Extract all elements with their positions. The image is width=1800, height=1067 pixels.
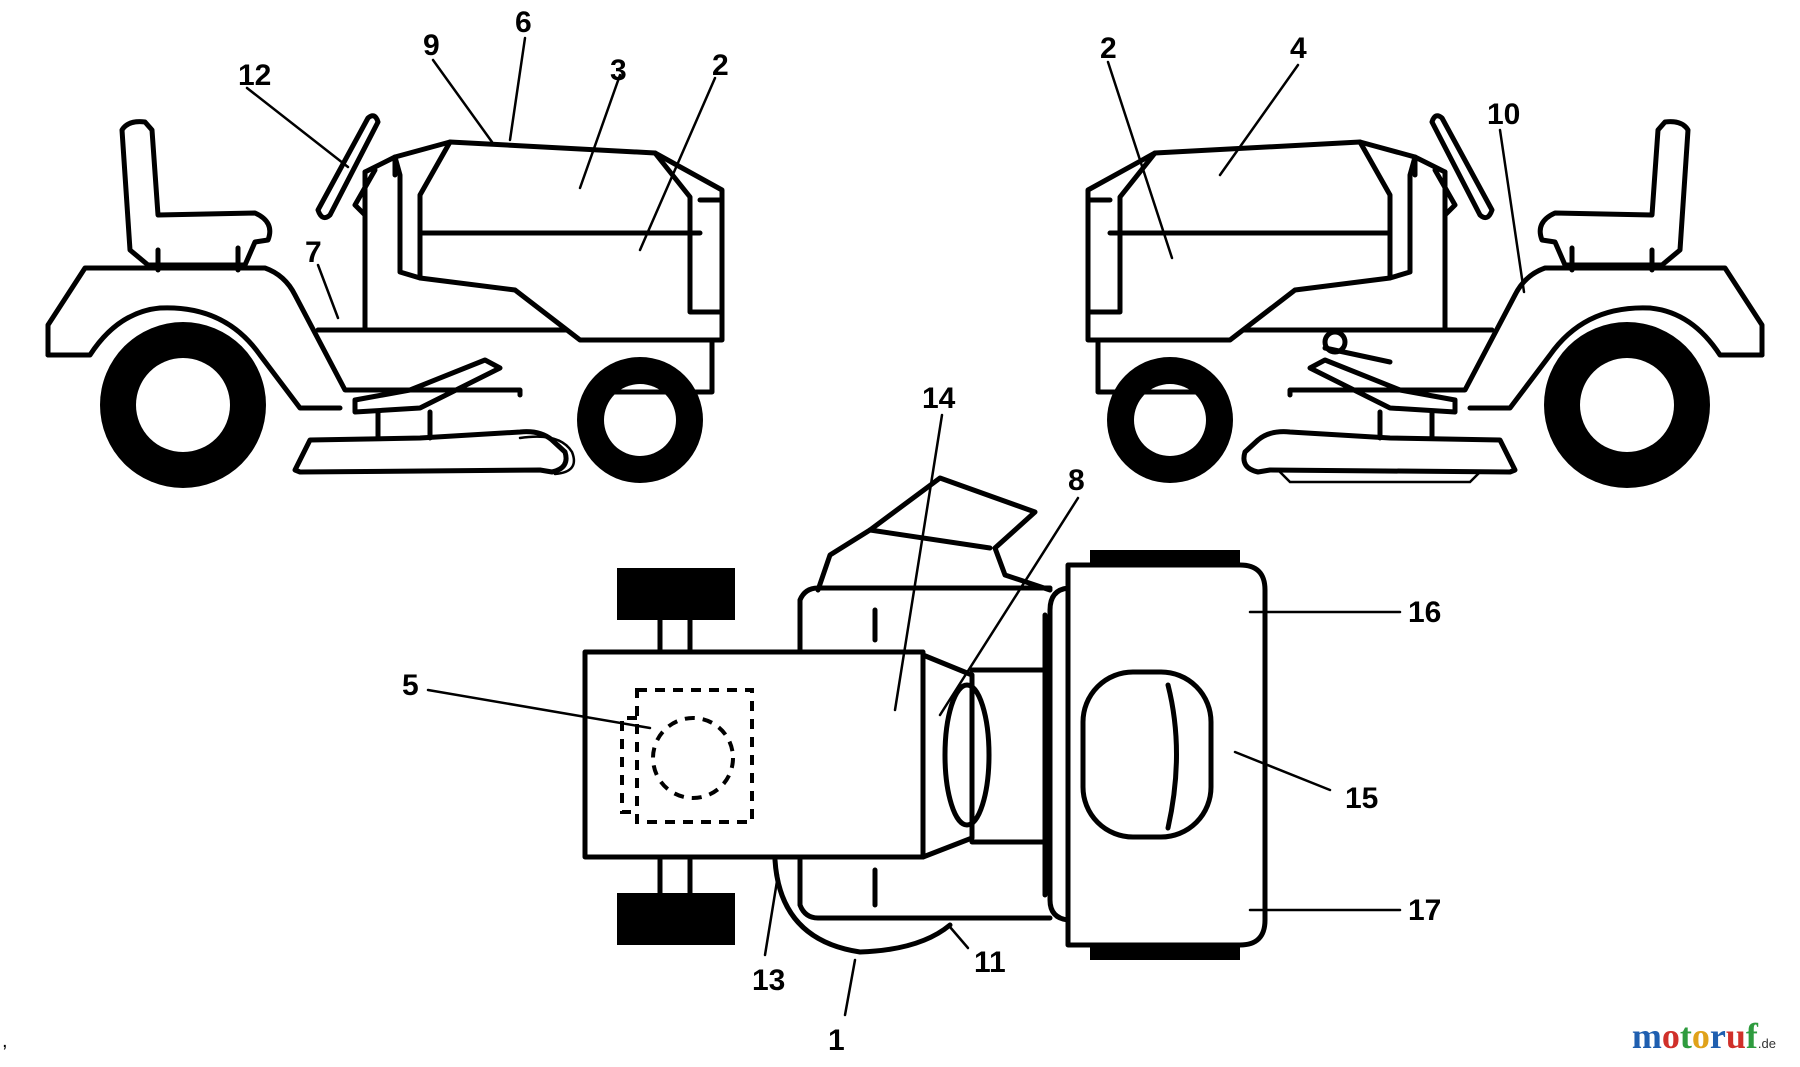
callout-9: 9 bbox=[423, 29, 440, 62]
logo-letter: r bbox=[1709, 1016, 1726, 1056]
callout-11: 11 bbox=[974, 946, 1006, 979]
fender-body bbox=[582, 649, 926, 860]
callout-numbers: 12 9 6 3 2 7 2 4 10 14 8 5 16 15 17 11 1… bbox=[238, 6, 1520, 1057]
callout-4: 4 bbox=[1290, 32, 1307, 65]
discharge-chute bbox=[815, 475, 1053, 593]
callout-2-right: 2 bbox=[1100, 32, 1117, 65]
callout-2-left: 2 bbox=[712, 49, 729, 82]
leader-lines bbox=[245, 36, 1526, 1017]
callout-5: 5 bbox=[402, 669, 419, 702]
callout-6: 6 bbox=[515, 6, 532, 39]
logo-letter: u bbox=[1725, 1016, 1746, 1056]
logo-wordmark: motoruf bbox=[1632, 1016, 1758, 1056]
callout-17: 17 bbox=[1408, 894, 1441, 927]
tractor-top-view bbox=[582, 475, 1268, 960]
motoruf-logo: motoruf.de bbox=[1632, 1015, 1776, 1057]
callout-8: 8 bbox=[1068, 464, 1085, 497]
engine-outline bbox=[635, 688, 754, 824]
mower-deck bbox=[292, 429, 569, 475]
rear-fender bbox=[45, 265, 523, 398]
rear-wheel-top-left bbox=[617, 568, 735, 620]
logo-letter: t bbox=[1679, 1016, 1692, 1056]
rear-wheel-top-right bbox=[617, 893, 735, 945]
hood-top bbox=[1047, 562, 1268, 948]
callout-16: 16 bbox=[1408, 596, 1441, 629]
callout-3: 3 bbox=[610, 54, 627, 87]
tractor-left-side-view bbox=[45, 113, 725, 488]
callout-7: 7 bbox=[305, 236, 322, 269]
logo-letter: o bbox=[1661, 1016, 1680, 1056]
callout-13: 13 bbox=[752, 964, 785, 997]
logo-letter: f bbox=[1745, 1016, 1758, 1056]
logo-suffix: .de bbox=[1757, 1036, 1776, 1051]
logo-letter: m bbox=[1631, 1016, 1662, 1056]
callout-14: 14 bbox=[922, 382, 956, 415]
seat bbox=[119, 119, 273, 268]
callout-12: 12 bbox=[238, 59, 271, 92]
grille-opening bbox=[1080, 669, 1214, 840]
steering-wheel bbox=[315, 113, 381, 221]
callout-15: 15 bbox=[1345, 782, 1378, 815]
callout-1: 1 bbox=[828, 1024, 845, 1057]
hood bbox=[392, 139, 725, 343]
callout-10: 10 bbox=[1487, 98, 1520, 131]
margin-mark: , bbox=[2, 1030, 8, 1052]
tractor-right-side-view bbox=[1085, 113, 1765, 488]
steering-wheel-top bbox=[942, 682, 992, 828]
logo-letter: o bbox=[1691, 1016, 1710, 1056]
